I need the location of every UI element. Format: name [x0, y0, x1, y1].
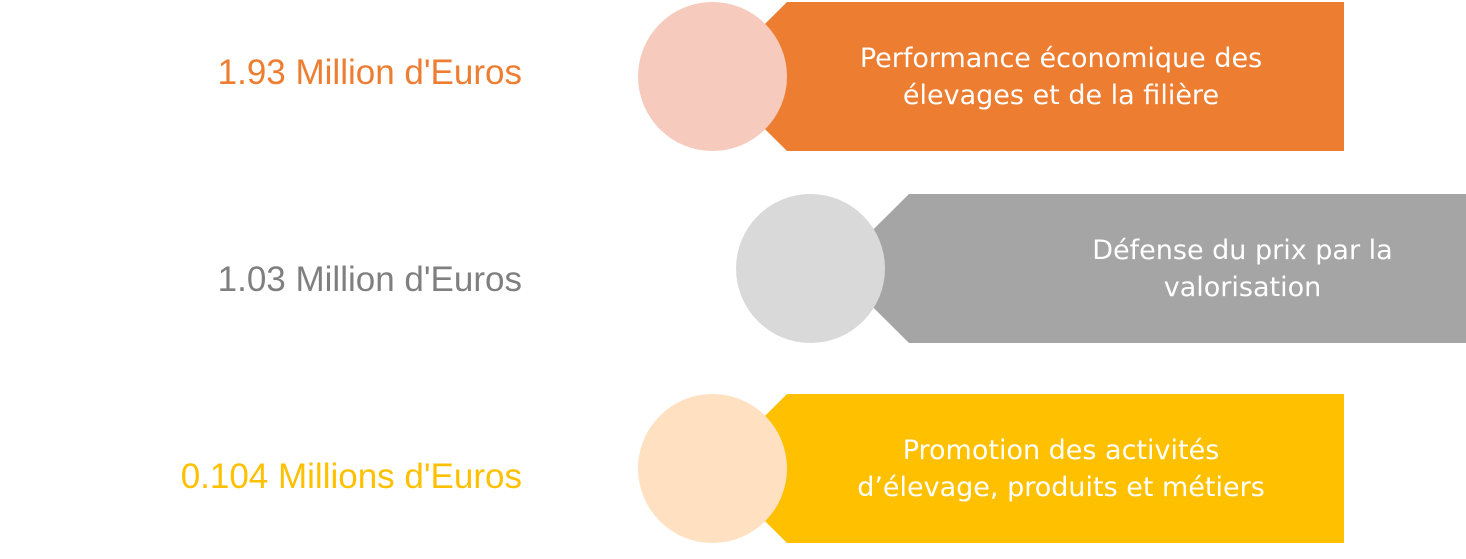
banner-title-line: d’élevage, produits et métiers	[857, 471, 1265, 503]
banner-3: Promotion des activités d’élevage, produ…	[712, 394, 1344, 543]
circle-1	[638, 2, 787, 151]
banner-title-line: Performance économique des	[859, 42, 1263, 74]
banner-1: Performance économique des élevages et d…	[712, 2, 1344, 151]
banner-title-line: valorisation	[1163, 271, 1322, 303]
banner-2: Défense du prix par la valorisation	[834, 194, 1466, 343]
banner-title-line: Défense du prix par la	[1092, 234, 1393, 266]
banner-title-2: Défense du prix par la valorisation	[834, 194, 1466, 343]
amount-label-2: 1.03 Million d'Euros	[217, 260, 522, 299]
banner-title-line: Promotion des activités	[902, 434, 1220, 466]
banner-title-1: Performance économique des élevages et d…	[712, 2, 1344, 151]
banner-title-line: élevages et de la filière	[902, 79, 1220, 111]
circle-2	[736, 194, 885, 343]
amount-label-3: 0.104 Millions d'Euros	[180, 457, 522, 496]
amount-label-1: 1.93 Million d'Euros	[217, 53, 522, 92]
circle-3	[638, 394, 787, 543]
banner-title-3: Promotion des activités d’élevage, produ…	[712, 394, 1344, 543]
